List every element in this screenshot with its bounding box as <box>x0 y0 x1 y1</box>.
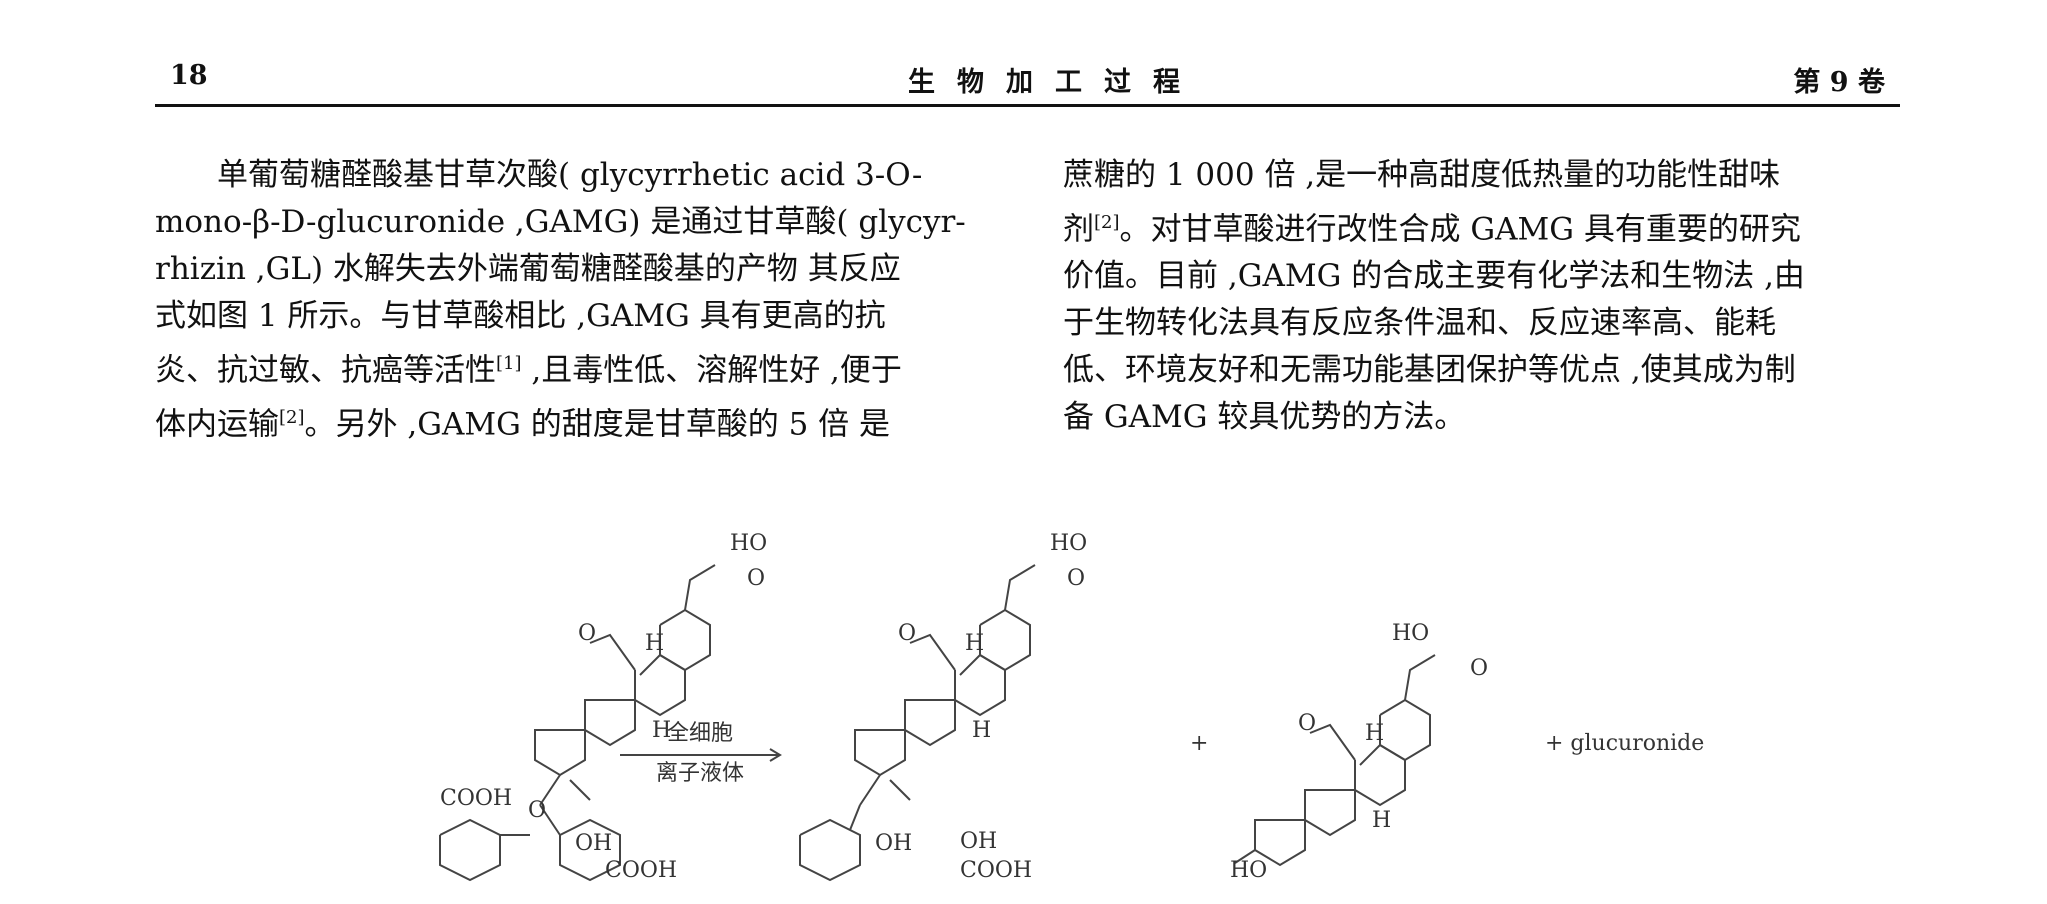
text-segment: ,且毒性低、溶解性好 ,便于 <box>521 352 902 389</box>
text-line: mono-β-D-glucuronide ,GAMG) 是通过甘草酸( glyc… <box>155 204 966 240</box>
atom-label: COOH <box>605 858 677 883</box>
volume-label: 第 9 卷 <box>1793 67 1885 98</box>
atom-label: O <box>747 566 765 591</box>
text-segment: 。另外 ,GAMG 的甜度是甘草酸的 5 倍 是 <box>304 406 891 443</box>
atom-label: O <box>898 621 916 646</box>
text-line: 单葡萄糖醛酸基甘草次酸( glycyrrhetic acid 3-O- <box>217 157 923 193</box>
atom-label: O <box>1298 711 1316 736</box>
atom-label: H <box>1365 721 1384 746</box>
citation-ref: [2] <box>279 407 305 429</box>
reaction-scheme-diagram: HO O H O H COOH OH COOH O 全细胞 离子液体 HO O … <box>439 531 1704 883</box>
glycyrrhizin-structure <box>439 564 716 882</box>
text-segment: 。对甘草酸进行改性合成 GAMG 具有重要的研究 <box>1119 211 1801 248</box>
text-segment: 体内运输 <box>155 406 279 443</box>
atom-label: COOH <box>440 786 512 811</box>
atom-label: HO <box>730 531 767 556</box>
atom-label: O <box>578 621 596 646</box>
arrow-condition-top: 全细胞 <box>667 721 733 746</box>
atom-label: H <box>652 718 671 743</box>
atom-label: H <box>1372 808 1391 833</box>
journal-title: 生物加工过程 <box>908 67 1202 98</box>
text-line: 蔗糖的 1 000 倍 ,是一种高甜度低热量的功能性甜味 <box>1063 157 1781 193</box>
page-header: 18 生物加工过程 第 9 卷 <box>155 58 1900 107</box>
text-line: 体内运输[2]。另外 ,GAMG 的甜度是甘草酸的 5 倍 是 <box>155 394 995 448</box>
text-line: 剂[2]。对甘草酸进行改性合成 GAMG 具有重要的研究 <box>1063 199 1903 253</box>
text-line: 式如图 1 所示。与甘草酸相比 ,GAMG 具有更高的抗 <box>155 298 886 334</box>
atom-label: O <box>1470 656 1488 681</box>
text-line: 价值。目前 ,GAMG 的合成主要有化学法和生物法 ,由 <box>1063 258 1805 295</box>
paragraph: 蔗糖的 1 000 倍 ,是一种高甜度低热量的功能性甜味 剂[2]。对甘草酸进行… <box>1063 152 1903 441</box>
text-line: 备 GAMG 较具优势的方法。 <box>1063 399 1466 436</box>
right-text-column: 蔗糖的 1 000 倍 ,是一种高甜度低热量的功能性甜味 剂[2]。对甘草酸进行… <box>1063 152 1903 441</box>
text-line: 低、环境友好和无需功能基团保护等优点 ,使其成为制 <box>1063 352 1796 389</box>
text-line: 于生物转化法具有反应条件温和、反应速率高、能耗 <box>1063 305 1776 342</box>
citation-ref: [2] <box>1094 212 1120 233</box>
text-segment: 剂 <box>1063 211 1094 248</box>
atom-label: H <box>972 718 991 743</box>
atom-label: COOH <box>960 858 1032 883</box>
arrow-condition-bottom: 离子液体 <box>656 761 744 786</box>
text-segment: 炎、抗过敏、抗癌等活性 <box>155 352 496 389</box>
atom-label: OH <box>875 831 912 856</box>
citation-ref: [1] <box>496 353 522 374</box>
paragraph: 单葡萄糖醛酸基甘草次酸( glycyrrhetic acid 3-O- mono… <box>155 152 995 449</box>
text-line: rhizin ,GL) 水解失去外端葡萄糖醛酸基的产物 其反应 <box>155 251 901 287</box>
atom-label: OH <box>575 831 612 856</box>
text-line: 炎、抗过敏、抗癌等活性[1] ,且毒性低、溶解性好 ,便于 <box>155 340 995 394</box>
gamg-structure <box>799 564 1036 882</box>
atom-label: H <box>645 631 664 656</box>
atom-label: HO <box>1050 531 1087 556</box>
left-text-column: 单葡萄糖醛酸基甘草次酸( glycyrrhetic acid 3-O- mono… <box>155 152 995 449</box>
reaction-figure: HO O H O H COOH OH COOH O 全细胞 离子液体 HO O … <box>260 505 1740 900</box>
atom-label: HO <box>1230 858 1267 883</box>
atom-label: O <box>1067 566 1085 591</box>
page-number: 18 <box>170 60 208 91</box>
byproduct-label: + glucuronide <box>1545 731 1704 756</box>
plus-sign: + <box>1190 731 1208 756</box>
atom-label: OH <box>960 829 997 854</box>
glycyrrhetic-acid-structure <box>1234 654 1436 867</box>
atom-label: HO <box>1392 621 1429 646</box>
atom-label: H <box>965 631 984 656</box>
atom-label: O <box>528 798 546 823</box>
